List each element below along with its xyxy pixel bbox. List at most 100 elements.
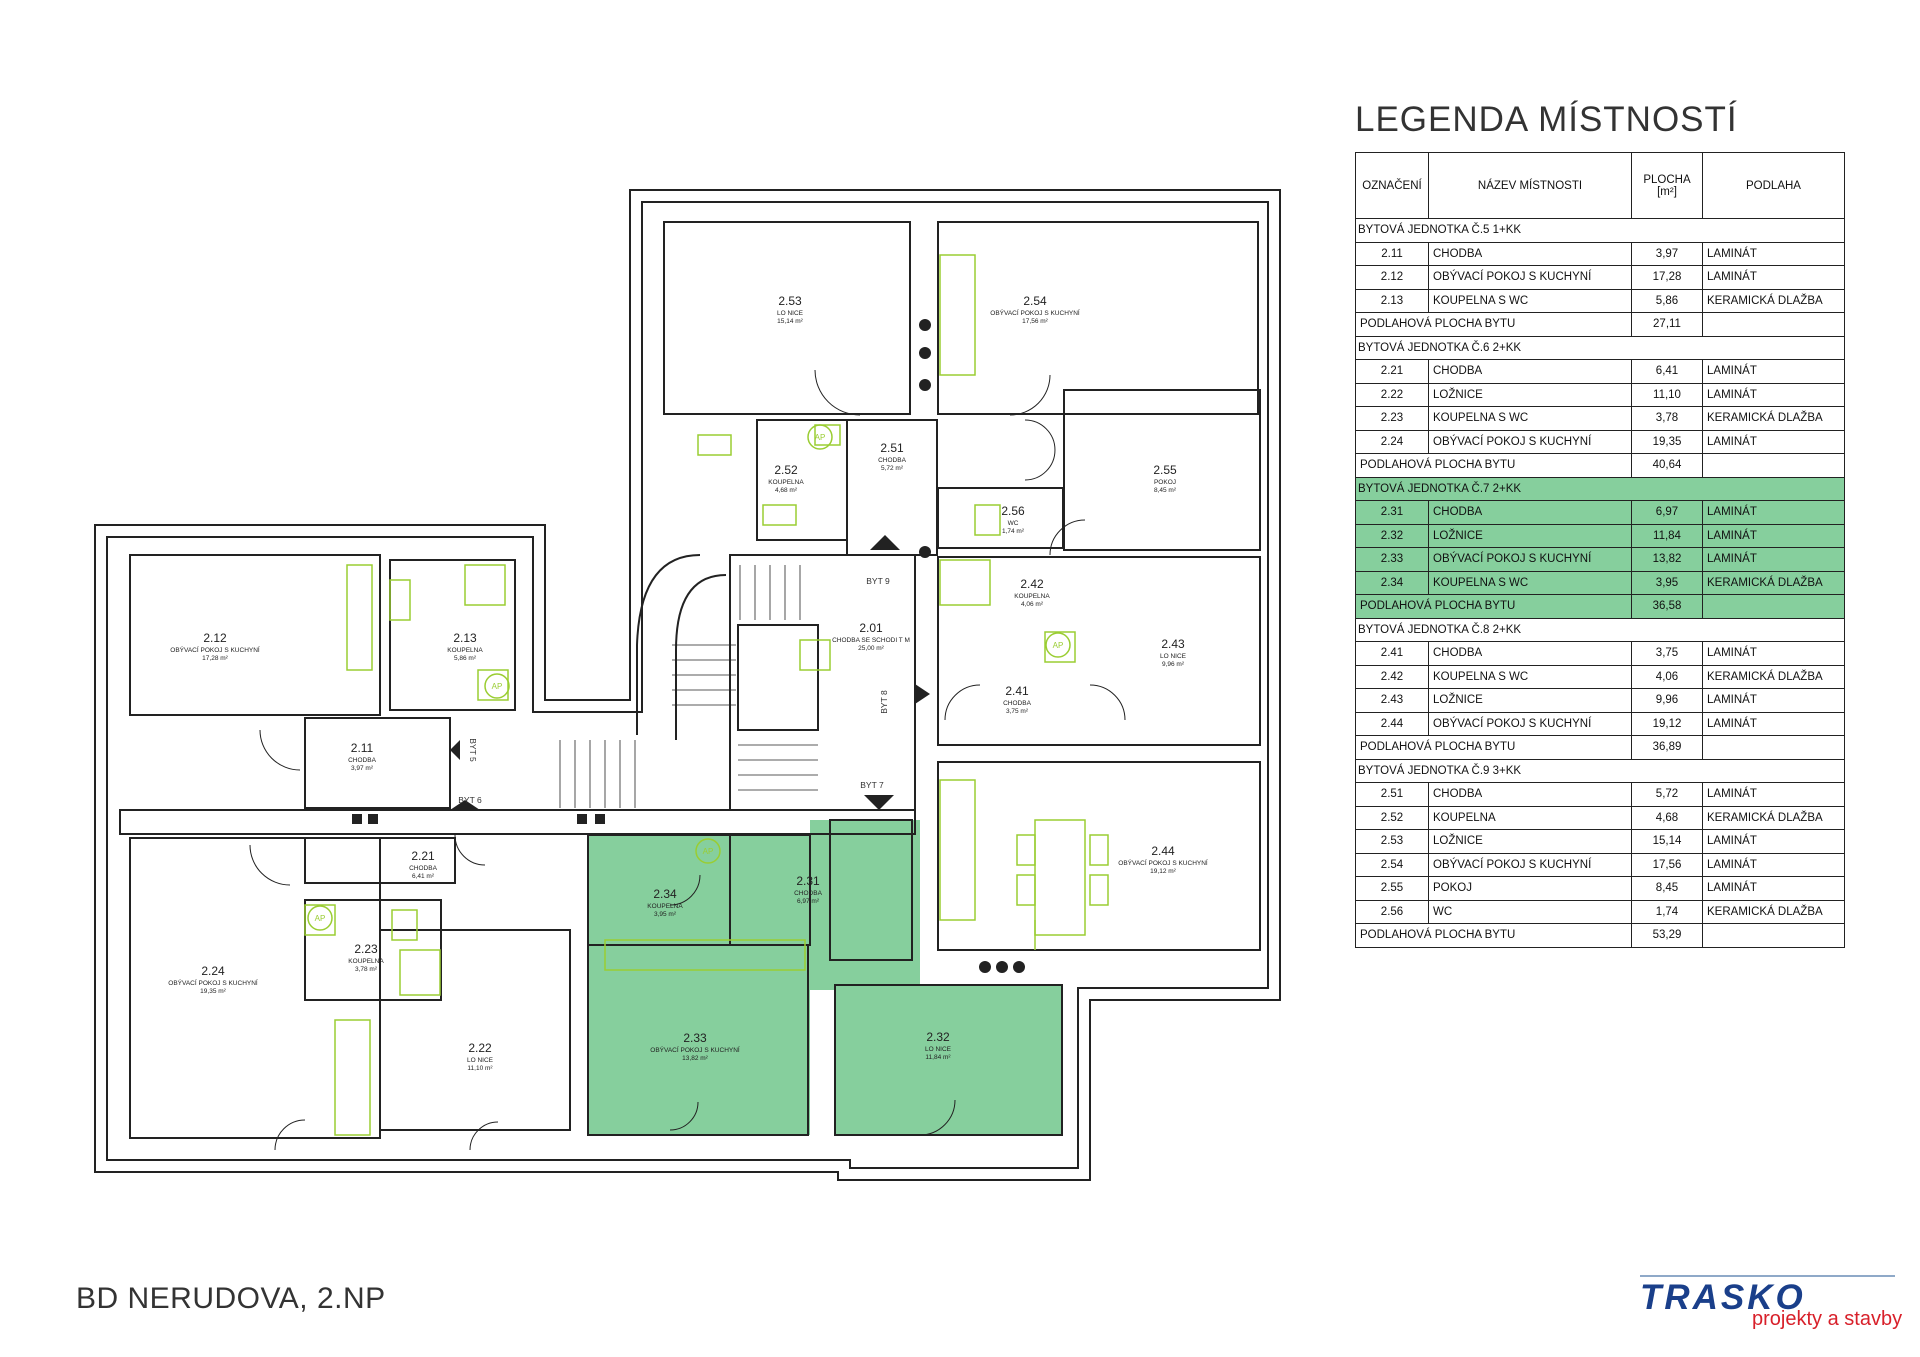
room-name: CHODBA (409, 865, 437, 872)
cell-code: 2.11 (1355, 241, 1429, 266)
total-area: 53,29 (1631, 923, 1703, 948)
total-label: PODLAHOVÁ PLOCHA BYTU (1355, 923, 1632, 948)
cell-floor: LAMINÁT (1702, 265, 1845, 290)
room-code: 2.41 (1005, 684, 1029, 698)
cell-code: 2.44 (1355, 711, 1429, 736)
cell-code: 2.34 (1355, 570, 1429, 595)
cell-name: WC (1428, 899, 1632, 924)
room-name: WC (1008, 520, 1019, 527)
room-code: 2.44 (1151, 844, 1175, 858)
room-name: OBÝVACÍ POKOJ S KUCHYNÍ (1118, 858, 1208, 867)
cell-code: 2.22 (1355, 382, 1429, 407)
cell-floor: KERAMICKÁ DLAŽBA (1702, 406, 1845, 431)
cell-floor: KERAMICKÁ DLAŽBA (1702, 288, 1845, 313)
cell-code: 2.23 (1355, 406, 1429, 431)
room-name: OBÝVACÍ POKOJ S KUCHYNÍ (990, 308, 1080, 317)
room-code: 2.11 (351, 741, 374, 755)
cell-area: 3,78 (1631, 406, 1703, 431)
room-area: 17,56 m² (1022, 318, 1048, 325)
ap-label: AP (315, 914, 326, 923)
room-code: 2.01 (859, 621, 883, 635)
room-name: CHODBA (794, 890, 822, 897)
room-area: 11,84 m² (925, 1054, 951, 1061)
total-empty (1702, 453, 1845, 478)
unit-entrance-markers (450, 535, 930, 810)
room-area: 25,00 m² (858, 645, 884, 652)
header-name: NÁZEV MÍSTNOSTI (1428, 152, 1632, 219)
room-code: 2.23 (354, 942, 378, 956)
room-area: 15,14 m² (777, 318, 803, 325)
cell-name: CHODBA (1428, 641, 1632, 666)
apartment-title: BYTOVÁ JEDNOTKA Č.5 1+KK (1355, 218, 1845, 243)
cell-name: KOUPELNA S WC (1428, 406, 1632, 431)
cell-code: 2.32 (1355, 523, 1429, 548)
ap-label: AP (492, 682, 503, 691)
cell-floor: LAMINÁT (1702, 382, 1845, 407)
unit-label: BYT 8 (879, 690, 889, 714)
room-name: KOUPELNA (768, 479, 804, 486)
unit-label: BYT 7 (860, 780, 884, 790)
room-area: 3,95 m² (654, 911, 677, 918)
cell-code: 2.13 (1355, 288, 1429, 313)
cell-floor: LAMINÁT (1702, 359, 1845, 384)
company-logo: TRASKO (1640, 1278, 1806, 1317)
cell-name: OBÝVACÍ POKOJ S KUCHYNÍ (1428, 711, 1632, 736)
room-name: KOUPELNA (348, 958, 384, 965)
highlighted-apartment (588, 820, 1062, 1135)
cell-name: KOUPELNA S WC (1428, 288, 1632, 313)
cell-floor: KERAMICKÁ DLAŽBA (1702, 805, 1845, 830)
room-name: KOUPELNA (647, 903, 683, 910)
cell-name: POKOJ (1428, 876, 1632, 901)
room-code: 2.13 (453, 631, 477, 645)
cell-code: 2.51 (1355, 782, 1429, 807)
cell-area: 19,35 (1631, 429, 1703, 454)
room-name: KOUPELNA (1014, 593, 1050, 600)
room-area: 6,97 m² (797, 898, 820, 905)
room-name: CHODBA SE SCHODI T M (832, 637, 910, 644)
room-area: 3,78 m² (355, 966, 378, 973)
room-code: 2.22 (468, 1041, 492, 1055)
room-name: LO NICE (925, 1046, 952, 1053)
total-area: 40,64 (1631, 453, 1703, 478)
apartment-group-row: BYTOVÁ JEDNOTKA Č.5 1+KK (1355, 218, 1845, 243)
apartment-group-row: BYTOVÁ JEDNOTKA Č.8 2+KK (1355, 617, 1845, 642)
ap-label: AP (815, 433, 826, 442)
room-code: 2.56 (1001, 504, 1025, 518)
room-name: OBÝVACÍ POKOJ S KUCHYNÍ (650, 1045, 740, 1054)
cell-floor: LAMINÁT (1702, 829, 1845, 854)
room-name: CHODBA (348, 757, 376, 764)
cell-area: 17,28 (1631, 265, 1703, 290)
room-code: 2.54 (1023, 294, 1047, 308)
room-code: 2.55 (1153, 463, 1177, 477)
cell-area: 13,82 (1631, 547, 1703, 572)
cell-area: 9,96 (1631, 688, 1703, 713)
unit-label: BYT 5 (468, 738, 478, 762)
cell-area: 3,97 (1631, 241, 1703, 266)
cell-area: 5,72 (1631, 782, 1703, 807)
fixtures (304, 254, 1109, 1136)
logo-rule (1640, 1275, 1895, 1277)
room-name: OBÝVACÍ POKOJ S KUCHYNÍ (170, 645, 260, 654)
